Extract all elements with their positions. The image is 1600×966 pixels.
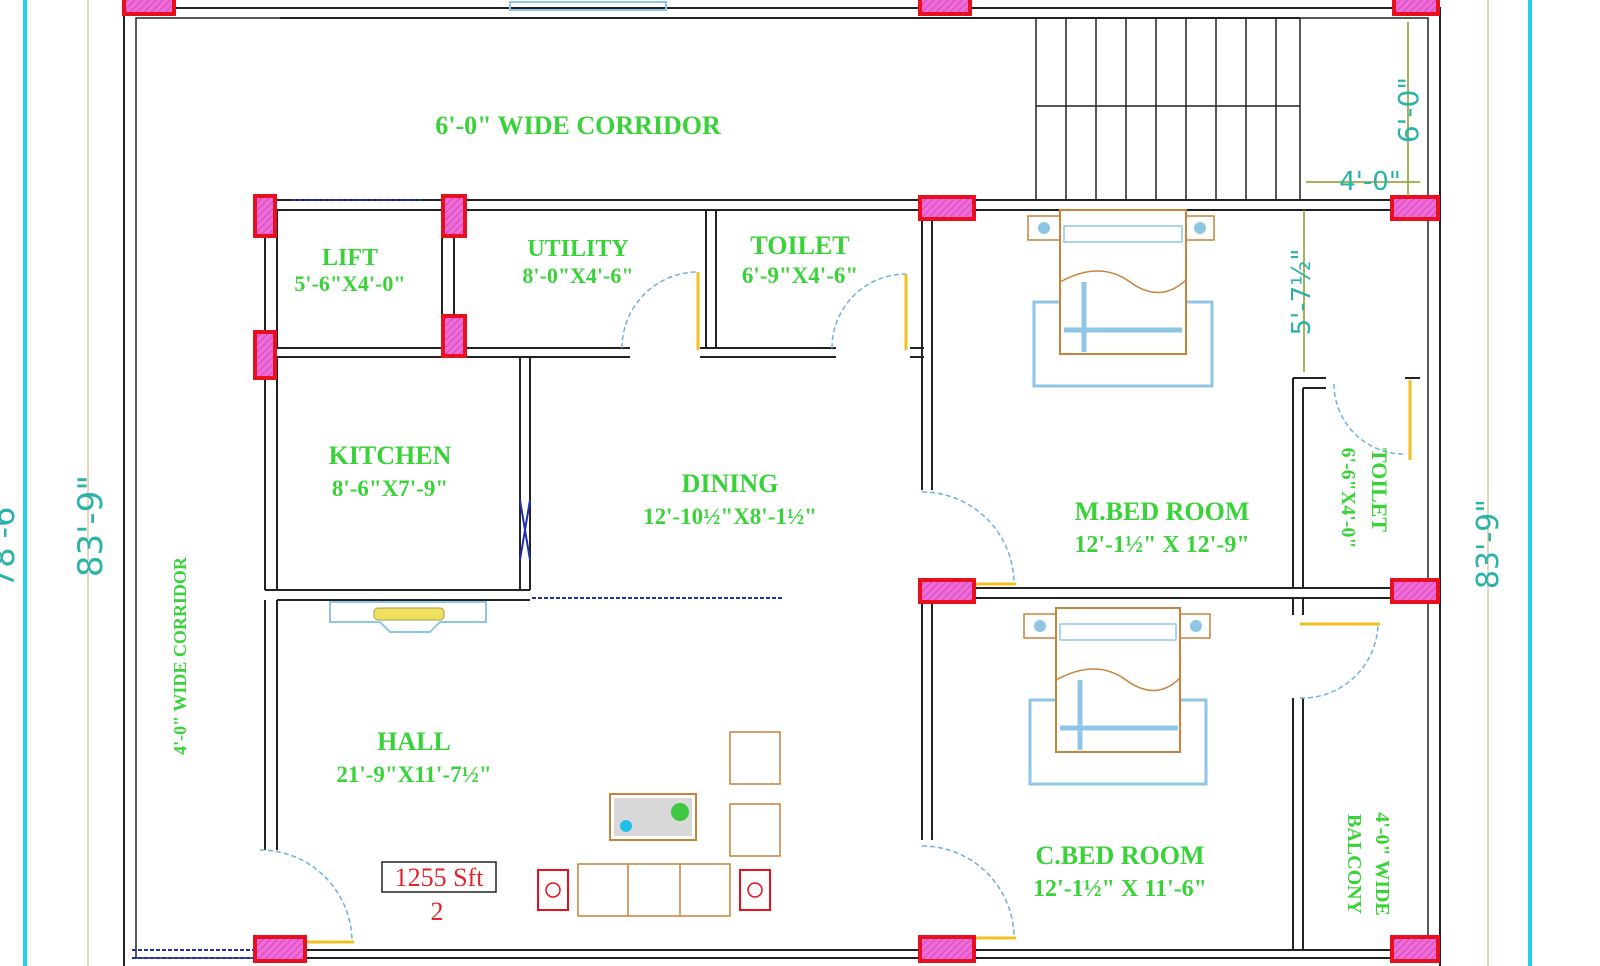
balcony-label-1: 4'-0" WIDE xyxy=(1371,812,1393,916)
kitchen-door-gap xyxy=(519,499,531,561)
master-bed-size: 12'-1½" X 12'-9" xyxy=(1074,532,1249,558)
hall-size: 21'-9"X11'-7½" xyxy=(336,762,491,787)
site-boundary xyxy=(23,0,1532,966)
toilet2-label: TOILET xyxy=(1367,448,1392,532)
kitchen-counter xyxy=(329,601,487,633)
dimension-right: 83'-9" xyxy=(1471,499,1506,589)
corridor-top-label: 6'-0" WIDE CORRIDOR xyxy=(435,111,721,140)
area-label: 1255 Sft 2 xyxy=(381,861,497,926)
dimensions: 78'-6" 83'-9" 83'-9" 4'-0" 6'-0" 5'-7½" xyxy=(0,22,1506,589)
child-bed-label: C.BED ROOM xyxy=(1036,841,1205,870)
lift-size: 5'-6"X4'-0" xyxy=(294,271,405,296)
toilet1-size: 6'-9"X4'-6" xyxy=(742,263,858,288)
utility-size: 8'-0"X4'-6" xyxy=(522,263,633,288)
dimension-left-partial: 78'-6" xyxy=(0,492,22,588)
window-openings xyxy=(132,199,784,959)
child-bed xyxy=(1023,607,1211,786)
staircase xyxy=(1035,18,1301,200)
top-window xyxy=(509,1,667,11)
area-value: 1255 Sft xyxy=(395,863,485,892)
toilet1-label: TOILET xyxy=(750,231,849,260)
kitchen-label: KITCHEN xyxy=(329,441,452,470)
toilet2-size: 6'-6"X4'-0" xyxy=(1337,447,1359,548)
balcony-label-2: BALCONY xyxy=(1343,814,1365,915)
master-bed-label: M.BED ROOM xyxy=(1075,497,1250,526)
door-swings xyxy=(259,271,1412,944)
utility-label: UTILITY xyxy=(527,236,628,262)
dimension-toilet-gap: 5'-7½" xyxy=(1287,249,1317,336)
hall-label: HALL xyxy=(377,727,451,756)
dimension-stair-width: 4'-0" xyxy=(1339,167,1401,197)
room-labels: 6'-0" WIDE CORRIDOR LIFT 5'-6"X4'-0" UTI… xyxy=(170,111,1393,916)
dining-size: 12'-10½"X8'-1½" xyxy=(643,504,817,529)
master-bed xyxy=(1027,209,1215,388)
lift-label: LIFT xyxy=(322,245,378,271)
columns xyxy=(122,0,1440,963)
dining-label: DINING xyxy=(682,469,779,498)
dimension-left: 83'-9" xyxy=(71,475,111,577)
sofa-set xyxy=(537,731,781,917)
dimension-stair-height: 6'-0" xyxy=(1392,77,1425,143)
child-bed-size: 12'-1½" X 11'-6" xyxy=(1033,876,1207,902)
walls xyxy=(123,7,1441,966)
corridor-left-label: 4'-0" WIDE CORRIDOR xyxy=(170,556,190,755)
area-count: 2 xyxy=(431,897,444,926)
kitchen-size: 8'-6"X7'-9" xyxy=(332,476,448,501)
